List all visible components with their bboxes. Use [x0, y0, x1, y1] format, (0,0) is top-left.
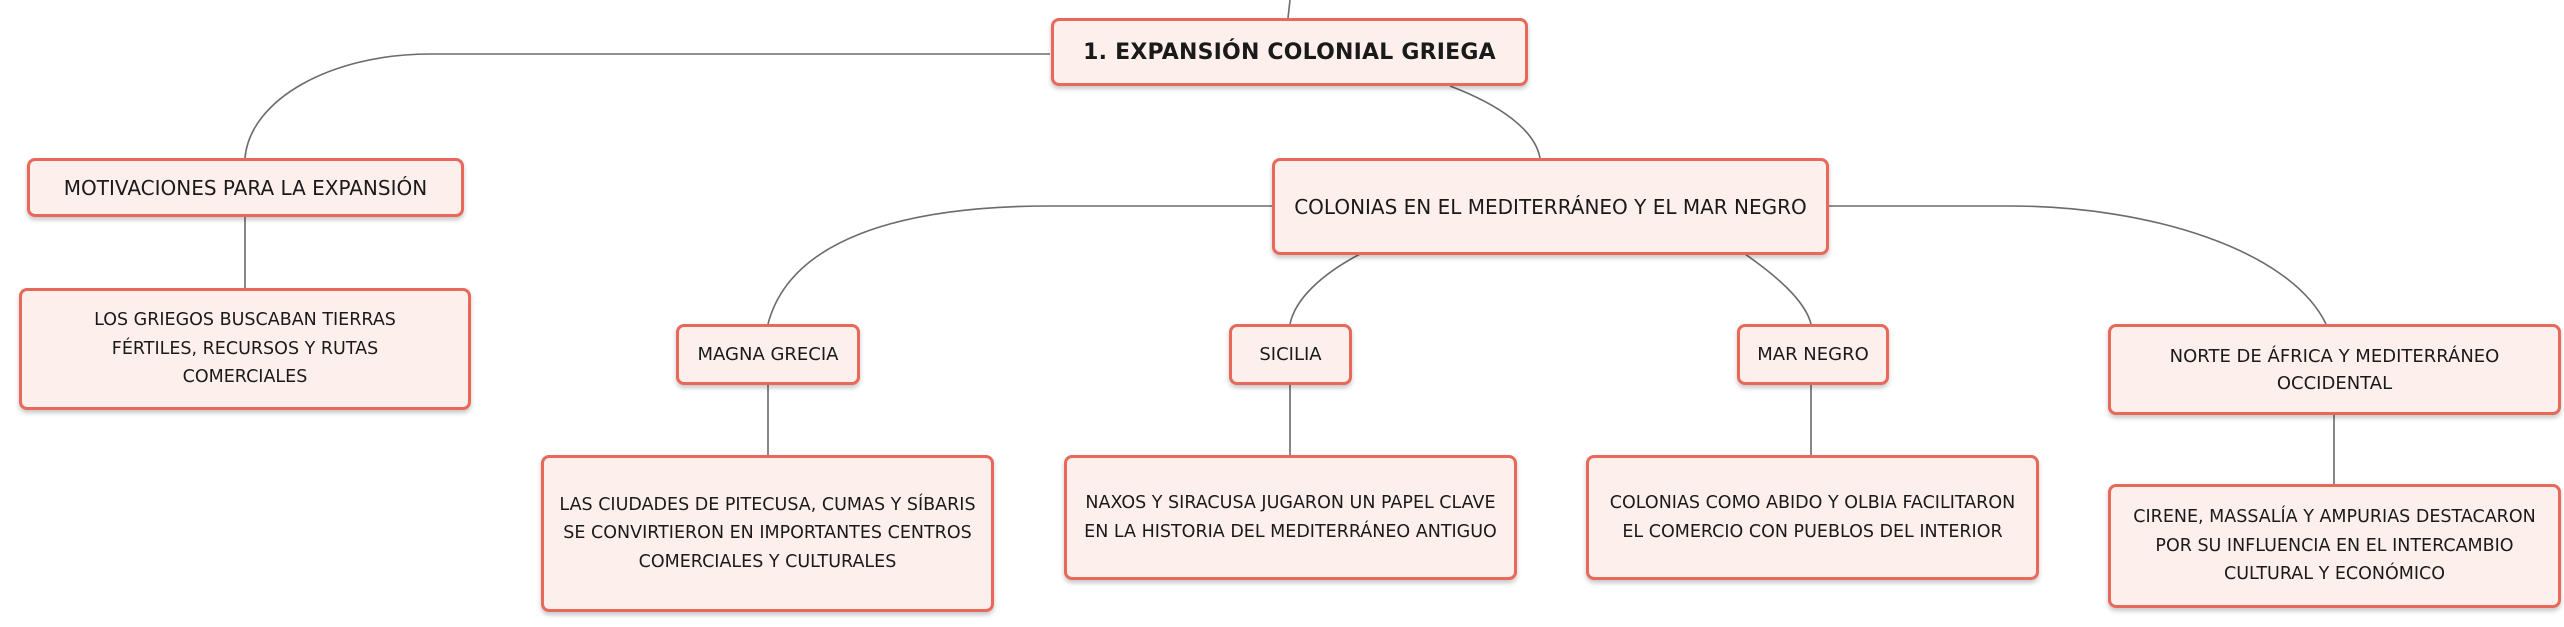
region-label-mar-negro: MAR NEGRO — [1757, 344, 1869, 365]
root-topic-node[interactable]: 1. EXPANSIÓN COLONIAL GRIEGA — [1051, 18, 1528, 86]
region-label-sicilia: SICILIA — [1259, 344, 1322, 365]
region-detail-text-mar-negro: COLONIAS COMO ABIDO Y OLBIA FACILITARON … — [1609, 493, 2016, 542]
root-topic-label: 1. EXPANSIÓN COLONIAL GRIEGA — [1083, 39, 1496, 65]
connector-root-to-colonies — [1449, 85, 1541, 159]
colonies-label: COLONIAS EN EL MEDITERRÁNEO Y EL MAR NEG… — [1294, 194, 1807, 219]
region-detail-text-sicilia: NAXOS Y SIRACUSA JUGARON UN PAPEL CLAVE … — [1084, 493, 1497, 542]
region-node-mar-negro[interactable]: MAR NEGRO — [1737, 324, 1889, 385]
region-detail-sicilia[interactable]: NAXOS Y SIRACUSA JUGARON UN PAPEL CLAVE … — [1064, 455, 1517, 580]
connector-parent-to-root — [1287, 0, 1291, 19]
connector-root-to-motivations — [244, 53, 1050, 159]
region-detail-magna-grecia[interactable]: LAS CIUDADES DE PITECUSA, CUMAS Y SÍBARI… — [541, 455, 994, 612]
region-label-norte-africa: NORTE DE ÁFRICA Y MEDITERRÁNEO OCCIDENTA… — [2169, 345, 2500, 394]
motivations-detail-node[interactable]: LOS GRIEGOS BUSCABAN TIERRAS FÉRTILES, R… — [19, 288, 471, 410]
region-node-magna-grecia[interactable]: MAGNA GRECIA — [676, 324, 860, 385]
connector-colonies-to-magna-grecia — [767, 205, 1272, 325]
motivations-detail-text: LOS GRIEGOS BUSCABAN TIERRAS FÉRTILES, R… — [94, 310, 396, 388]
region-label-magna-grecia: MAGNA GRECIA — [697, 344, 839, 365]
region-detail-mar-negro[interactable]: COLONIAS COMO ABIDO Y OLBIA FACILITARON … — [1586, 455, 2039, 580]
region-node-sicilia[interactable]: SICILIA — [1229, 324, 1352, 385]
region-detail-text-magna-grecia: LAS CIUDADES DE PITECUSA, CUMAS Y SÍBARI… — [559, 494, 976, 572]
motivations-node[interactable]: MOTIVACIONES PARA LA EXPANSIÓN — [27, 158, 464, 217]
connector-colonies-to-mar-negro — [1744, 253, 1812, 325]
region-detail-text-norte-africa: CIRENE, MASSALÍA Y AMPURIAS DESTACARON P… — [2133, 507, 2536, 585]
motivations-label: MOTIVACIONES PARA LA EXPANSIÓN — [63, 175, 428, 200]
region-detail-norte-africa[interactable]: CIRENE, MASSALÍA Y AMPURIAS DESTACARON P… — [2108, 484, 2561, 608]
region-node-norte-africa[interactable]: NORTE DE ÁFRICA Y MEDITERRÁNEO OCCIDENTA… — [2108, 324, 2561, 415]
connector-colonies-to-norte-africa — [1827, 205, 2327, 325]
colonies-node[interactable]: COLONIAS EN EL MEDITERRÁNEO Y EL MAR NEG… — [1272, 158, 1829, 255]
connector-colonies-to-sicilia — [1289, 253, 1361, 325]
